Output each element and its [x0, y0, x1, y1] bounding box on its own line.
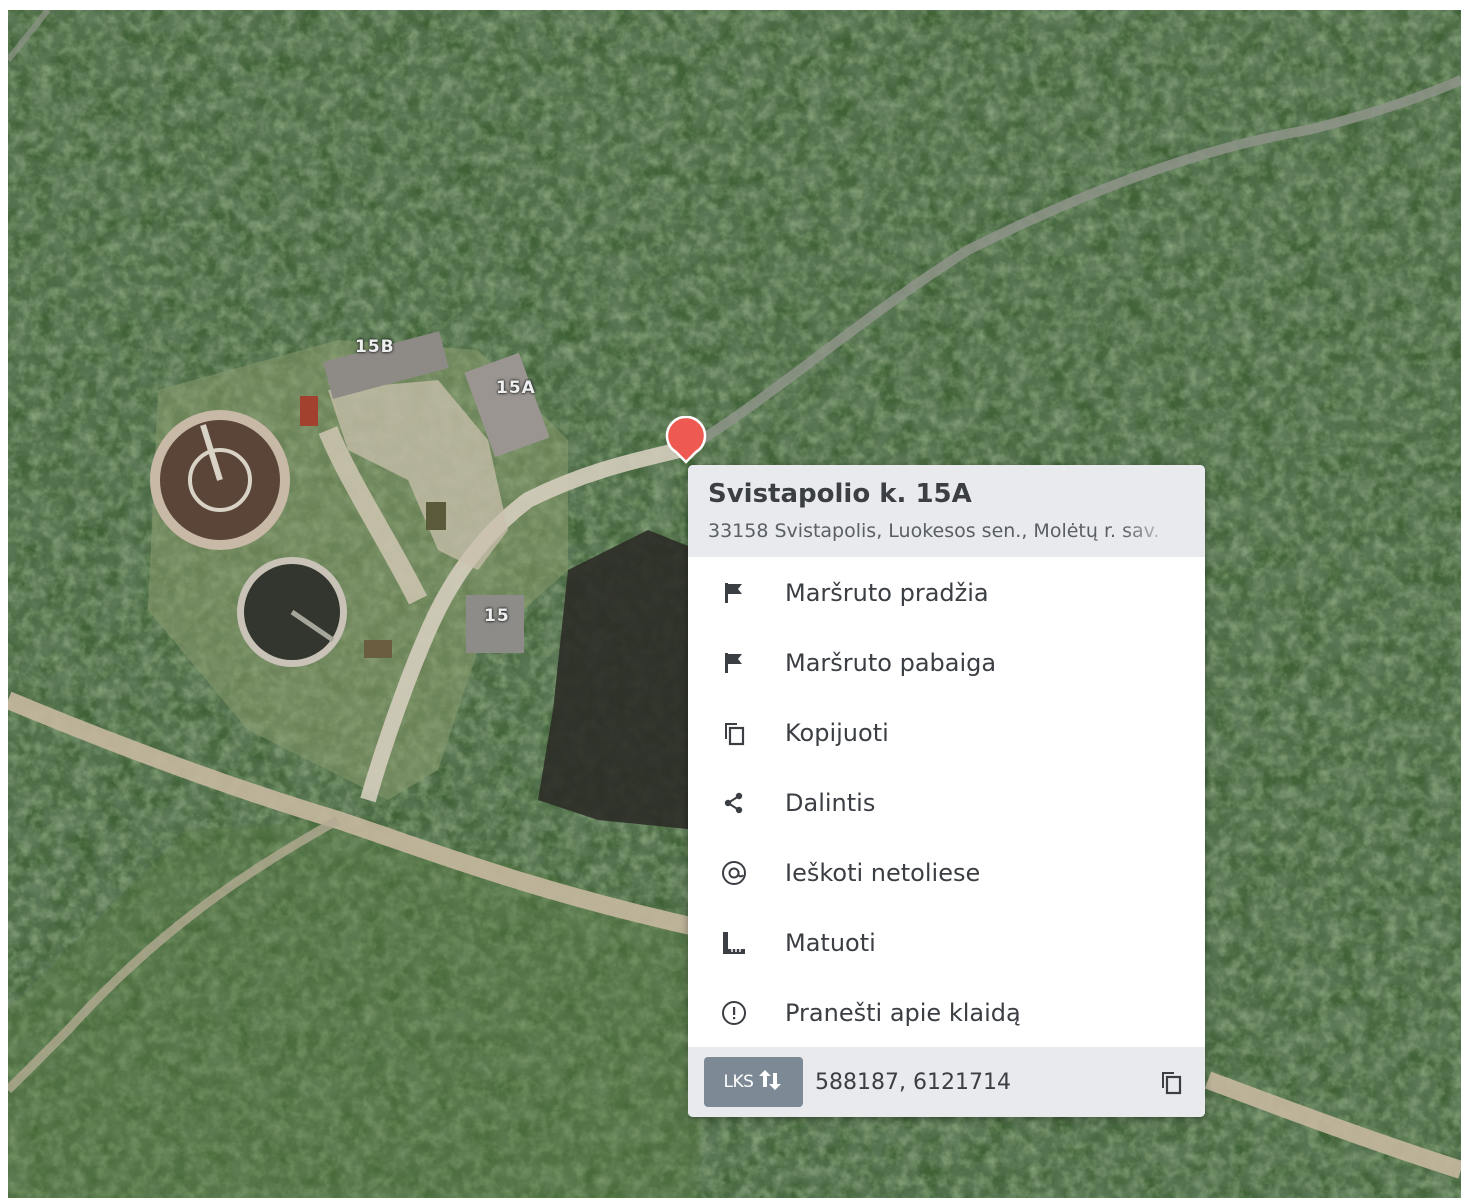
crs-toggle-button[interactable]: LKS	[704, 1057, 803, 1107]
menu-item-label: Dalintis	[785, 789, 876, 817]
road	[318, 426, 427, 605]
flag-icon	[720, 649, 748, 677]
context-menu: Maršruto pradžia Maršruto pabaiga Kopiju…	[688, 558, 1205, 1048]
location-marker-icon[interactable]	[664, 415, 708, 464]
copy-icon	[720, 719, 748, 747]
menu-item-label: Ieškoti netoliese	[785, 859, 981, 887]
menu-item-report-error[interactable]: Pranešti apie klaidą	[688, 978, 1205, 1048]
copy-coordinates-icon[interactable]	[1159, 1069, 1183, 1095]
coordinates-value: 588187, 6121714	[815, 1069, 1011, 1095]
popup-header: Svistapolio k. 15A 33158 Svistapolis, Lu…	[688, 465, 1205, 557]
road	[685, 75, 1461, 453]
building-label: 15A	[496, 378, 536, 398]
menu-item-label: Maršruto pradžia	[785, 579, 989, 607]
menu-item-copy[interactable]: Kopijuoti	[688, 698, 1205, 768]
coordinates-bar: LKS 588187, 6121714	[688, 1047, 1205, 1117]
building-label: 15B	[355, 337, 395, 357]
road	[1204, 1071, 1461, 1179]
building-15a	[464, 352, 550, 458]
menu-item-route-start[interactable]: Maršruto pradžia	[688, 558, 1205, 628]
road	[8, 10, 51, 62]
menu-item-label: Pranešti apie klaidą	[785, 999, 1021, 1027]
at-sign-icon	[720, 859, 748, 887]
crs-label: LKS	[723, 1072, 754, 1092]
menu-item-label: Maršruto pabaiga	[785, 649, 997, 677]
yard-area	[328, 380, 508, 570]
popup-address: 33158 Svistapolis, Luokesos sen., Molėtų…	[708, 520, 1160, 542]
menu-item-search-nearby[interactable]: Ieškoti netoliese	[688, 838, 1205, 908]
menu-item-route-end[interactable]: Maršruto pabaiga	[688, 628, 1205, 698]
popup-title: Svistapolio k. 15A	[708, 479, 972, 509]
menu-item-label: Kopijuoti	[785, 719, 889, 747]
building-label: 15	[484, 606, 510, 626]
menu-item-label: Matuoti	[785, 929, 876, 957]
alert-circle-icon	[720, 999, 748, 1027]
context-popup: Svistapolio k. 15A 33158 Svistapolis, Lu…	[688, 465, 1205, 1117]
ruler-icon	[720, 929, 748, 957]
building-15b	[323, 331, 449, 399]
building-15	[466, 595, 524, 653]
flag-icon	[720, 579, 748, 607]
road	[8, 691, 710, 939]
dark-field	[538, 530, 698, 830]
menu-item-measure[interactable]: Matuoti	[688, 908, 1205, 978]
road	[8, 816, 341, 1094]
share-icon	[720, 789, 748, 817]
clearing-area	[8, 820, 708, 1198]
menu-item-share[interactable]: Dalintis	[688, 768, 1205, 838]
swap-icon	[757, 1069, 783, 1095]
